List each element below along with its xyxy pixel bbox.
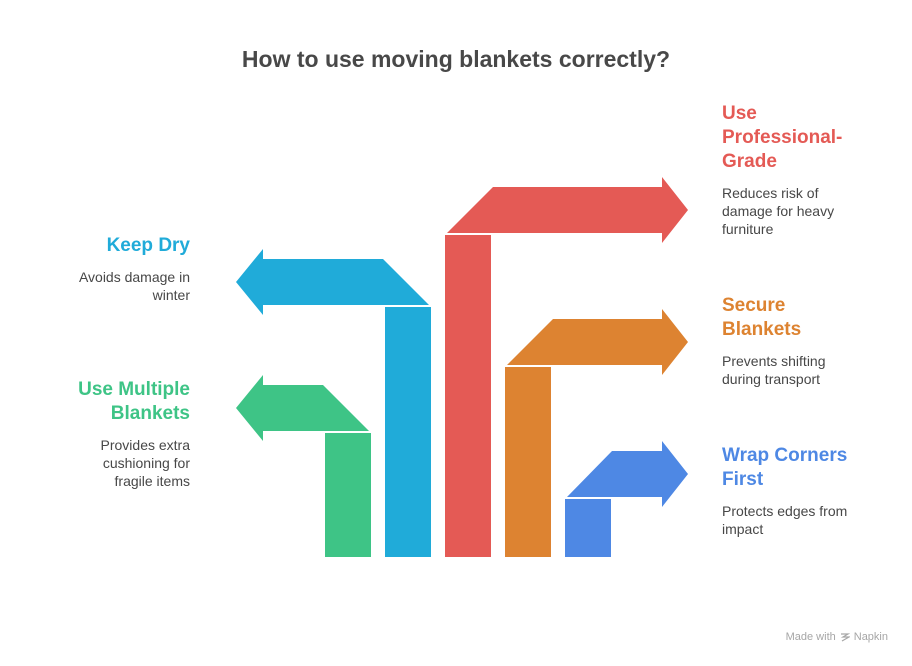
arrow-keep-dry (236, 249, 431, 557)
description-line: impact (722, 521, 764, 537)
napkin-logo-icon (840, 633, 850, 642)
arrow-use-multiple-blankets (236, 375, 371, 557)
heading-line: First (722, 469, 764, 490)
heading-line: Use Multiple (78, 379, 190, 400)
description-wrap-corners-first: Protects edges from impact (722, 502, 902, 538)
napkin-brand-text: Napkin (853, 631, 888, 643)
heading-use-professional-grade: Use Professional- Grade (722, 102, 902, 174)
heading-wrap-corners-first: Wrap Corners First (722, 444, 902, 492)
heading-line: Grade (722, 151, 777, 172)
label-wrap-corners-first: Wrap Corners First Protects edges from i… (722, 444, 902, 538)
heading-secure-blankets: Secure Blankets (722, 294, 902, 342)
description-use-professional-grade: Reduces risk of damage for heavy furnitu… (722, 184, 902, 238)
description-line: fragile items (114, 473, 190, 489)
heading-line: Keep Dry (106, 235, 190, 256)
description-line: Protects edges from (722, 503, 848, 519)
description-line: damage for heavy (722, 203, 835, 219)
description-line: during transport (722, 371, 821, 387)
description-line: furniture (722, 221, 774, 237)
page-title: How to use moving blankets correctly? (241, 46, 671, 72)
napkin-watermark: Made with Napkin (786, 631, 888, 643)
heading-line: Blankets (722, 319, 802, 340)
heading-use-multiple-blankets: Use Multiple Blankets (0, 378, 190, 426)
arrow-secure-blankets (505, 309, 688, 557)
description-line: Reduces risk of (722, 185, 819, 201)
label-use-multiple-blankets: Use Multiple Blankets Provides extra cus… (0, 378, 190, 490)
description-keep-dry: Avoids damage in winter (0, 268, 190, 304)
description-line: winter (152, 287, 190, 303)
description-line: Provides extra (100, 437, 190, 453)
description-use-multiple-blankets: Provides extra cushioning for fragile it… (0, 436, 190, 490)
label-secure-blankets: Secure Blankets Prevents shifting during… (722, 294, 902, 388)
description-line: Prevents shifting (722, 353, 826, 369)
arrow-wrap-corners-first (565, 441, 688, 557)
arrow-use-professional-grade (445, 177, 688, 557)
heading-keep-dry: Keep Dry (0, 234, 190, 258)
label-keep-dry: Keep Dry Avoids damage in winter (0, 234, 190, 304)
description-line: cushioning for (102, 455, 190, 471)
heading-line: Blankets (110, 403, 190, 424)
label-use-professional-grade: Use Professional- Grade Reduces risk of … (722, 102, 902, 238)
heading-line: Wrap Corners (722, 445, 848, 466)
description-secure-blankets: Prevents shifting during transport (722, 352, 902, 388)
heading-line: Use (722, 103, 757, 124)
made-with-text: Made with (785, 631, 836, 643)
heading-line: Secure (722, 295, 786, 316)
heading-line: Professional- (722, 127, 843, 148)
description-line: Avoids damage in (78, 269, 190, 285)
